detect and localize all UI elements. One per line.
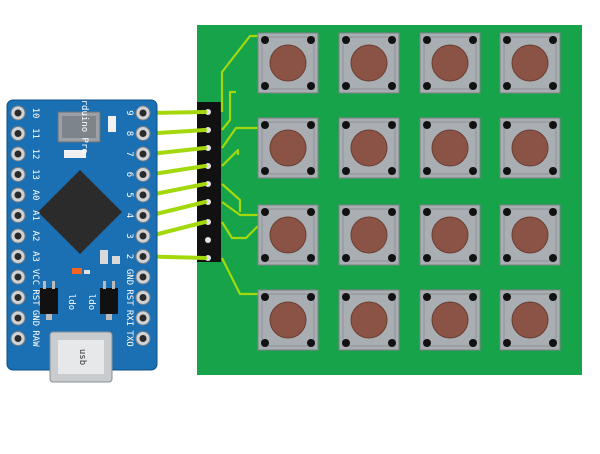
keypad-button[interactable] <box>257 204 319 266</box>
usb-label: usb <box>77 349 87 365</box>
keypad-button[interactable] <box>338 289 400 351</box>
pin-label-left: 11 <box>30 128 40 139</box>
pin-label-right: TXO <box>124 330 134 346</box>
pin-label-right: 3 <box>124 233 134 238</box>
pin-label-right: 4 <box>124 213 134 218</box>
pin-label-left: RST <box>30 289 40 306</box>
pin-label-left: GND <box>30 310 40 326</box>
pin-label-right: 7 <box>124 151 134 156</box>
keypad-button[interactable] <box>499 204 561 266</box>
pin-label-right: 6 <box>124 172 134 177</box>
keypad-button[interactable] <box>419 117 481 179</box>
keypad-button[interactable] <box>499 32 561 94</box>
pin-label-left: A1 <box>30 210 40 221</box>
regulator-label-right: ldo <box>86 294 96 310</box>
pin-label-right: 2 <box>124 254 134 259</box>
pin-label-right: 8 <box>124 131 134 136</box>
pin-label-left: 13 <box>30 169 40 180</box>
regulator-right <box>100 281 118 320</box>
keypad-button[interactable] <box>419 289 481 351</box>
pin-label-left: RAW <box>30 330 40 347</box>
pin-label-right: GND <box>124 269 134 285</box>
keypad-button[interactable] <box>419 32 481 94</box>
keypad-button[interactable] <box>499 117 561 179</box>
keypad-button[interactable] <box>257 289 319 351</box>
keypad-button[interactable] <box>499 289 561 351</box>
pin-label-left: 10 <box>30 108 40 119</box>
keypad-traces <box>220 34 259 296</box>
pin-label-left: A2 <box>30 231 40 242</box>
mcu-chip <box>38 170 122 254</box>
pin-label-right: RST <box>124 289 134 306</box>
regulator-left <box>40 281 58 320</box>
pin-label-left: A3 <box>30 251 40 262</box>
connection-wires <box>148 110 207 260</box>
keypad-button[interactable] <box>338 32 400 94</box>
keypad-header-connector <box>197 102 221 262</box>
pin-label-right: 5 <box>124 192 134 197</box>
keypad-button[interactable] <box>257 117 319 179</box>
keypad-buttons <box>257 32 561 351</box>
pin-label-left: VCC <box>30 269 40 285</box>
pin-label-right: RXI <box>124 310 134 326</box>
board-name-label: Arduino Pro <box>79 94 89 154</box>
pin-label-right: 9 <box>124 110 134 115</box>
pin-label-left: A0 <box>30 190 40 201</box>
keypad-button[interactable] <box>338 117 400 179</box>
pin-label-left: 12 <box>30 149 40 160</box>
keypad-button[interactable] <box>338 204 400 266</box>
usb-connector[interactable] <box>49 331 113 383</box>
keypad-button[interactable] <box>419 204 481 266</box>
keypad-button[interactable] <box>257 32 319 94</box>
regulator-label-left: ldo <box>66 294 76 310</box>
arduino-pro-board: ldo ldo Arduino Pro usb 10 11 12 13A0A1A2A3… <box>6 94 158 383</box>
